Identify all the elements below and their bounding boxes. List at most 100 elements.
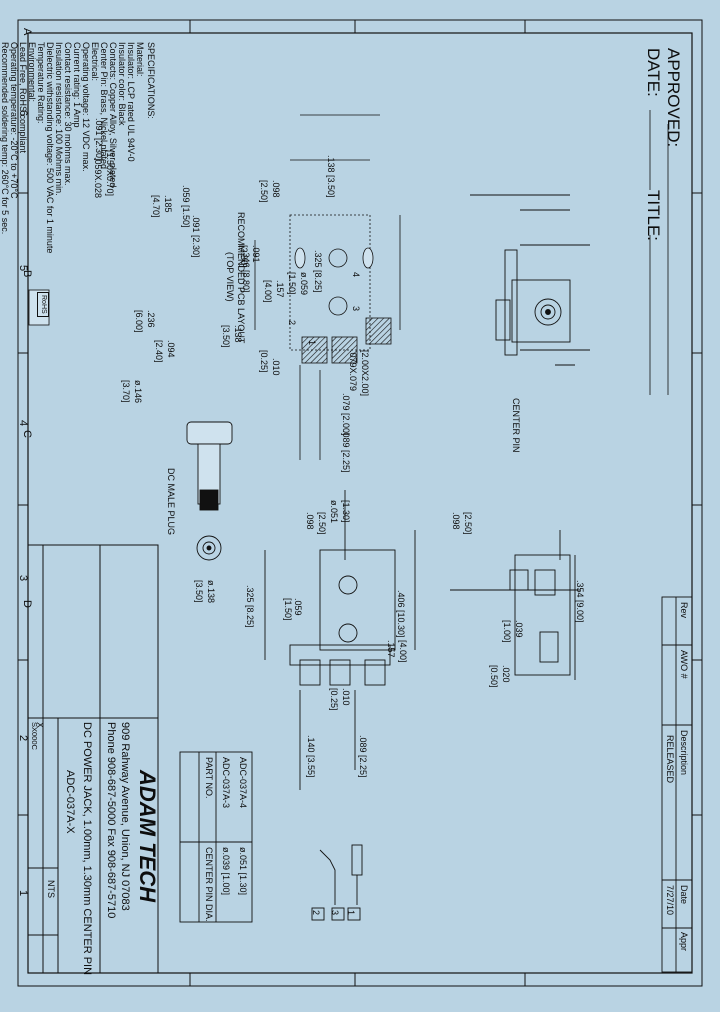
dim: [2.30]: [239, 245, 249, 268]
dim: ø.059: [299, 272, 309, 296]
dim: ø.051: [329, 500, 339, 524]
pin-symbol-2: 2: [311, 910, 321, 916]
date-label: DATE:: [644, 48, 663, 97]
dim: .091: [251, 245, 261, 263]
dim: [0.50]: [489, 665, 499, 688]
dim: .059: [293, 598, 303, 616]
dim: [2.00X2.00]: [360, 350, 370, 397]
pin-symbol-3: 3: [330, 910, 340, 916]
pin-number-4: 4: [351, 272, 361, 278]
spec-line: Operating voltage: 12 VDC max.: [81, 42, 91, 172]
top-view-label: (TOP VIEW): [225, 252, 235, 302]
dim: ø.138: [206, 580, 216, 604]
zone-number-4: 4: [17, 420, 29, 427]
title-block: [27, 544, 159, 974]
dim: .325 [8.25]: [313, 250, 323, 293]
awo-header: AWO #: [679, 650, 689, 679]
dim: [6.00]: [134, 310, 144, 333]
part-table-cell: ADC-037A-4: [238, 757, 248, 809]
spec-line: Recommended soldering temp: 260°C for 5 …: [0, 42, 10, 235]
dim: .039: [514, 620, 524, 638]
dim: .157: [275, 280, 285, 298]
part-description: DC POWER JACK, 1.00mm, 1.30mm CENTER PIN: [81, 722, 93, 976]
company-logo: ADAM TECH: [135, 770, 160, 902]
appr-header: Appr: [679, 932, 689, 952]
description-header: Description: [679, 730, 689, 776]
spec-line: Current rating: 1 Amp: [72, 42, 82, 128]
part-table-cell: ADC-037A-3: [221, 757, 231, 809]
part-table-header-pin: CENTER PIN DIA.: [204, 847, 214, 922]
zone-number-2: 2: [17, 735, 29, 742]
dim: [3.50]: [221, 325, 231, 348]
dim: .157: [386, 640, 396, 658]
spec-line: Material:: [135, 42, 145, 77]
zone-number-3: 3: [17, 575, 29, 582]
revision-block: [661, 596, 693, 973]
dim: .098: [451, 512, 461, 530]
dim: [4.00]: [398, 640, 408, 663]
dim: .091 [2.30]: [94, 118, 104, 161]
dc-male-plug-label: DC MALE PLUG: [166, 468, 176, 536]
pin-symbol-1: 1: [346, 910, 356, 916]
company-phone: Phone 908-687-5000 Fax 908-687-5710: [105, 722, 117, 919]
pin-number-3: 3: [351, 306, 361, 312]
spec-line: Environmental:: [27, 42, 37, 103]
dim: .091 [2.30]: [191, 215, 201, 258]
spec-heading: SPECIFICATIONS:: [146, 42, 156, 119]
dim: .098: [305, 512, 315, 530]
dim: .140 [3.55]: [306, 735, 316, 778]
side-view: [450, 530, 580, 680]
dim: [3.70]: [121, 380, 131, 403]
zone-letter-d: D: [21, 600, 33, 608]
dim: .089 [2.25]: [358, 735, 368, 778]
title-label: TITLE:: [644, 190, 663, 242]
dim: [0.25]: [259, 350, 269, 373]
dim: [1.50]: [287, 272, 297, 295]
dim: .098: [271, 180, 281, 198]
front-view: [264, 490, 416, 790]
top-side-view: [470, 194, 590, 366]
date-header: Date: [679, 885, 689, 905]
zone-number-1: 1: [17, 890, 29, 897]
dim: .236: [146, 310, 156, 328]
dim: .089 [2.25]: [341, 430, 351, 473]
doc-number: SX000C: [30, 722, 39, 750]
dim: [2.40]: [154, 340, 164, 363]
dim: ø.146: [133, 380, 143, 404]
rev-header: Rev: [679, 602, 689, 619]
dim: [0.25]: [329, 688, 339, 711]
rohs-badge: RoHS: [37, 292, 49, 317]
dim: .079X.079: [348, 350, 358, 392]
dim: [1.50]: [283, 598, 293, 621]
zone-ticks: [18, 20, 702, 986]
part-table-header-part: PART NO.: [204, 757, 214, 799]
rev-date: 7/27/10: [665, 885, 675, 916]
dim: [2.50]: [317, 512, 327, 535]
dim: [3.50]: [194, 580, 204, 603]
dim: .059 [1.50]: [181, 185, 191, 228]
spec-line: Operating temperature: -20°C to +70°C: [9, 42, 19, 199]
dim: .094: [166, 340, 176, 358]
approved-label: APPROVED:: [664, 48, 683, 148]
center-pin-label: CENTER PIN: [511, 398, 521, 453]
pin-number-2: 2: [287, 320, 297, 326]
part-table-cell: ø.051 [1.30]: [238, 847, 248, 896]
spec-line: Insulation resistance: 100 Mohms min.: [54, 42, 64, 196]
zone-letter-c: C: [21, 430, 33, 438]
scale-value: NTS: [46, 880, 56, 898]
dim: .010: [341, 688, 351, 706]
dim: .059X.028: [93, 157, 103, 199]
dim: .325 [8.25]: [245, 585, 255, 628]
dim: .010: [271, 358, 281, 376]
dim: [1.00]: [502, 620, 512, 643]
dim: [2.50]: [259, 180, 269, 203]
dim: [4.00]: [263, 280, 273, 303]
part-table-cell: ø.039 [1.00]: [221, 847, 231, 896]
dim: [1.30]: [341, 500, 351, 523]
pin-number-1: 1: [307, 340, 317, 346]
part-table: [179, 751, 253, 923]
dim: [2.50]: [463, 512, 473, 535]
dim: .020: [501, 665, 511, 683]
part-number: ADC-037A-X: [64, 770, 76, 834]
rev-description: RELEASED: [665, 735, 675, 784]
